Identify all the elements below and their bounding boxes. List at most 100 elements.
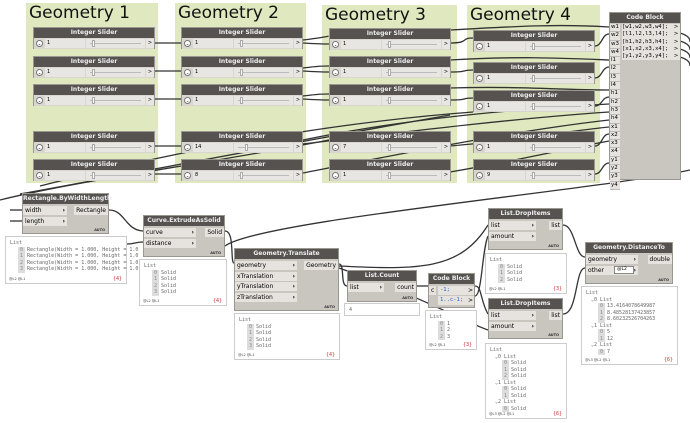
slider-track[interactable] (382, 68, 441, 77)
slider-value[interactable]: 1 (45, 96, 85, 105)
slider-value[interactable]: 1 (485, 102, 525, 111)
input-port-curve[interactable]: curve› (144, 228, 196, 237)
input-port-w2[interactable]: w2 (610, 32, 620, 41)
slider-value[interactable]: 1 (193, 96, 233, 105)
input-port-list[interactable]: list› (348, 283, 384, 292)
slider-thumb[interactable] (239, 172, 243, 179)
expand-chevron-icon[interactable]: ⌄ (476, 103, 483, 110)
slider-track[interactable] (526, 42, 585, 51)
output-port-double[interactable]: double (647, 255, 672, 264)
integer-slider[interactable]: Integer Slider⌄1> (33, 131, 155, 153)
input-port-x1[interactable]: x1 (610, 123, 620, 132)
expand-chevron-icon[interactable]: ⌄ (36, 144, 43, 151)
sublist-header[interactable]: ⌄2 List (495, 399, 517, 405)
expand-chevron-icon[interactable]: ⌄ (36, 97, 43, 104)
output-port-count[interactable]: count (395, 283, 416, 292)
input-port-amount[interactable]: amount› (489, 321, 536, 331)
lacing-auto-label[interactable]: AUTO (324, 305, 335, 309)
input-port-x2[interactable]: x2 (610, 131, 620, 141)
integer-slider[interactable]: Integer Slider⌄1> (473, 131, 595, 153)
output-port[interactable]: > (586, 171, 594, 180)
slider-track[interactable] (526, 143, 585, 152)
slider-track[interactable] (234, 171, 293, 180)
input-port-list[interactable]: list› (489, 311, 536, 320)
expand-chevron-icon[interactable]: ⌄ (36, 172, 43, 179)
slider-value[interactable]: 1 (45, 68, 85, 77)
input-port-xtranslation[interactable]: xTranslation› (235, 271, 297, 281)
output-port[interactable]: > (294, 68, 302, 77)
input-port-geometry[interactable]: geometry› (586, 255, 638, 264)
integer-slider[interactable]: Integer Slider⌄14> (181, 131, 303, 153)
input-port-h3[interactable]: h3 (610, 106, 620, 116)
slider-value[interactable]: 1 (341, 68, 381, 77)
integer-slider[interactable]: Integer Slider⌄1> (181, 27, 303, 49)
input-port-other[interactable]: other› (586, 265, 638, 275)
input-port-c[interactable]: c (429, 286, 436, 295)
output-port-list[interactable]: list (549, 311, 562, 320)
slider-thumb[interactable] (239, 97, 243, 104)
input-port-geometry[interactable]: geometry› (235, 261, 297, 270)
slider-track[interactable] (234, 96, 293, 105)
input-port-y4[interactable]: y4 (610, 181, 620, 190)
slider-value[interactable]: 14 (193, 143, 233, 152)
integer-slider[interactable]: Integer Slider⌄1> (329, 159, 451, 181)
slider-thumb[interactable] (531, 144, 535, 151)
slider-thumb[interactable] (239, 40, 243, 47)
slider-track[interactable] (234, 143, 293, 152)
expand-chevron-icon[interactable]: ⌄ (332, 97, 339, 104)
lacing-auto-label[interactable]: AUTO (548, 333, 559, 337)
expand-chevron-icon[interactable]: ⌄ (36, 69, 43, 76)
output-port[interactable]: > (586, 74, 594, 83)
output-port[interactable]: > (442, 171, 450, 180)
slider-value[interactable]: 1 (341, 171, 381, 180)
output-port[interactable]: > (672, 31, 680, 39)
output-port[interactable]: > (442, 143, 450, 152)
slider-track[interactable] (526, 74, 585, 83)
slider-value[interactable]: 1 (485, 143, 525, 152)
input-port-x4[interactable]: x4 (610, 148, 620, 157)
slider-value[interactable]: 9 (485, 171, 525, 180)
sublist-header[interactable]: ⌄2 List (591, 342, 613, 348)
expand-chevron-icon[interactable]: ⌄ (184, 69, 191, 76)
expand-chevron-icon[interactable]: ⌄ (184, 40, 191, 47)
expand-chevron-icon[interactable]: ⌄ (476, 75, 483, 82)
slider-thumb[interactable] (531, 103, 535, 110)
slider-thumb[interactable] (239, 69, 243, 76)
integer-slider[interactable]: Integer Slider⌄1> (329, 28, 451, 50)
input-port-w1[interactable]: w1 (610, 24, 620, 33)
expand-chevron-icon[interactable]: ⌄ (184, 144, 191, 151)
integer-slider[interactable]: Integer Slider⌄8> (181, 159, 303, 181)
output-port-list[interactable]: list (549, 221, 562, 230)
expand-chevron-icon[interactable]: ⌄ (184, 172, 191, 179)
output-port[interactable]: > (466, 286, 474, 295)
output-port[interactable]: > (294, 39, 302, 48)
slider-thumb[interactable] (387, 144, 391, 151)
slider-value[interactable]: 1 (45, 143, 85, 152)
sublist-header[interactable]: ⌄1 List (591, 322, 613, 329)
integer-slider[interactable]: Integer Slider⌄7> (329, 131, 451, 153)
slider-value[interactable]: 1 (45, 171, 85, 180)
slider-value[interactable]: 1 (485, 74, 525, 83)
sublist-header[interactable]: ⌄1 List (495, 379, 517, 386)
slider-thumb[interactable] (387, 41, 391, 48)
output-port[interactable]: > (672, 38, 680, 46)
slider-track[interactable] (86, 96, 145, 105)
slider-value[interactable]: 8 (193, 171, 233, 180)
lacing-auto-label[interactable]: AUTO (94, 228, 105, 232)
input-port-ytranslation[interactable]: yTranslation› (235, 282, 297, 291)
input-port-w3[interactable]: w3 (610, 40, 620, 49)
output-port[interactable]: > (586, 42, 594, 51)
input-port-amount[interactable]: amount› (489, 231, 536, 241)
output-port[interactable]: > (146, 143, 154, 152)
output-port[interactable]: > (294, 96, 302, 105)
expand-chevron-icon[interactable]: ⌄ (332, 41, 339, 48)
input-port-h4[interactable]: h4 (610, 115, 620, 124)
input-port-l2[interactable]: l2 (610, 65, 620, 74)
